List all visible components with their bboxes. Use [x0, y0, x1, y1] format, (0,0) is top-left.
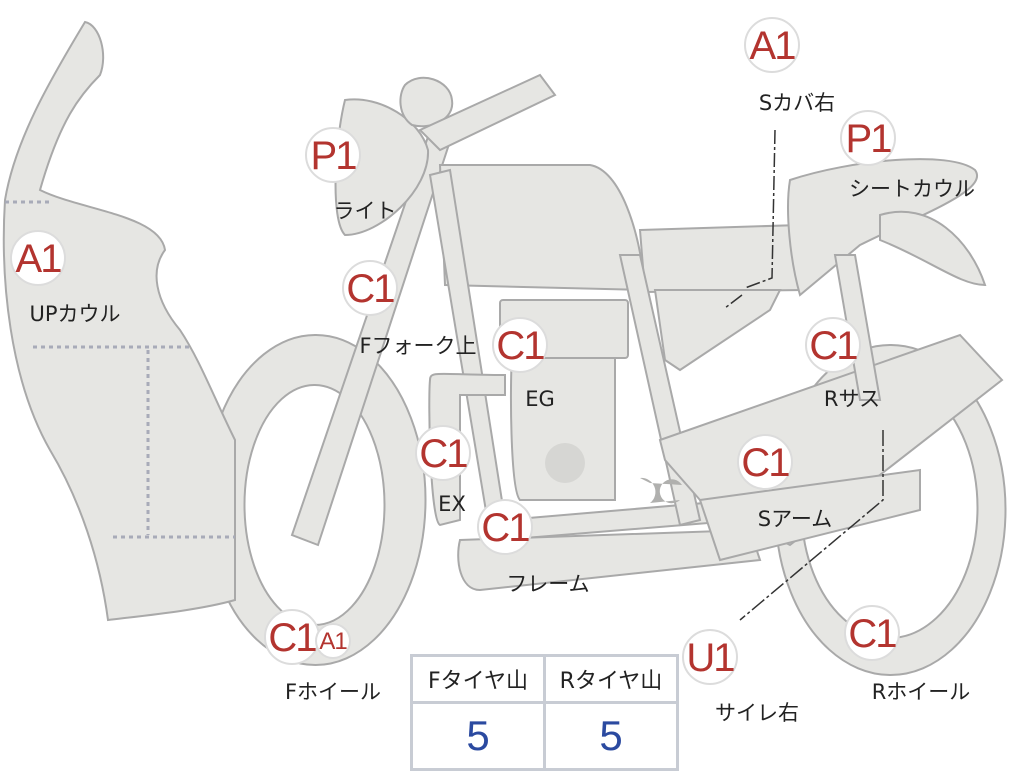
damage-badge-engine: C1 [492, 317, 548, 373]
side-cover [653, 289, 782, 372]
label-side-cover: Sカバ右 [758, 91, 836, 115]
footpeg [640, 477, 682, 504]
engine-cover [545, 443, 585, 483]
label-swing-arm: Sアーム [757, 507, 833, 531]
swing-arm [658, 333, 1004, 547]
seat [638, 223, 807, 294]
label-rear-suspension: Rサス [823, 387, 881, 411]
label-muffler: サイレ右 [715, 701, 799, 725]
damage-badge-seat-cowl: P1 [840, 110, 896, 166]
label-light: ライト [333, 199, 397, 223]
label-seat-cowl: シートカウル [849, 177, 975, 201]
engine [509, 357, 616, 501]
damage-badge-rear-suspension: C1 [805, 317, 861, 373]
handlebar [418, 73, 557, 152]
fuel-tank [438, 164, 647, 292]
label-front-wheel: Fホイール [284, 680, 382, 704]
damage-badge-front-wheel-extra: A1 [315, 623, 351, 659]
damage-badge-light: P1 [305, 127, 361, 183]
front-tyre-value: 5 [410, 701, 546, 771]
rear-tyre-header: Rタイヤ山 [543, 654, 679, 704]
frame-lower [457, 528, 762, 592]
upper-cowl [2, 20, 236, 622]
damage-badge-muffler: U1 [682, 629, 738, 685]
muffler [698, 468, 921, 562]
tyre-tread-table: Fタイヤ山 Rタイヤ山 5 5 [410, 654, 679, 771]
label-frame: フレーム [506, 572, 590, 596]
label-up-cowl: UPカウル [29, 302, 121, 326]
label-engine: EG [525, 387, 555, 411]
label-exhaust: EX [438, 492, 466, 516]
label-front-fork: Fフォーク上 [359, 334, 477, 358]
damage-badge-exhaust: C1 [415, 425, 471, 481]
damage-badge-front-fork: C1 [342, 260, 398, 316]
leader-lines [724, 129, 884, 621]
damage-badge-side-cover: A1 [744, 17, 800, 73]
damage-badge-frame: C1 [477, 499, 533, 555]
damage-badge-up-cowl: A1 [10, 230, 66, 286]
label-rear-wheel: Rホイール [871, 680, 971, 704]
front-tyre-header: Fタイヤ山 [410, 654, 546, 704]
cowl-seams [5, 200, 235, 539]
damage-badge-rear-wheel: C1 [844, 605, 900, 661]
rear-tyre-value: 5 [543, 701, 679, 771]
damage-badge-front-wheel: C1 [264, 609, 320, 665]
tail [879, 210, 987, 287]
damage-badge-swing-arm: C1 [737, 434, 793, 490]
exhaust-pipe [428, 372, 506, 527]
